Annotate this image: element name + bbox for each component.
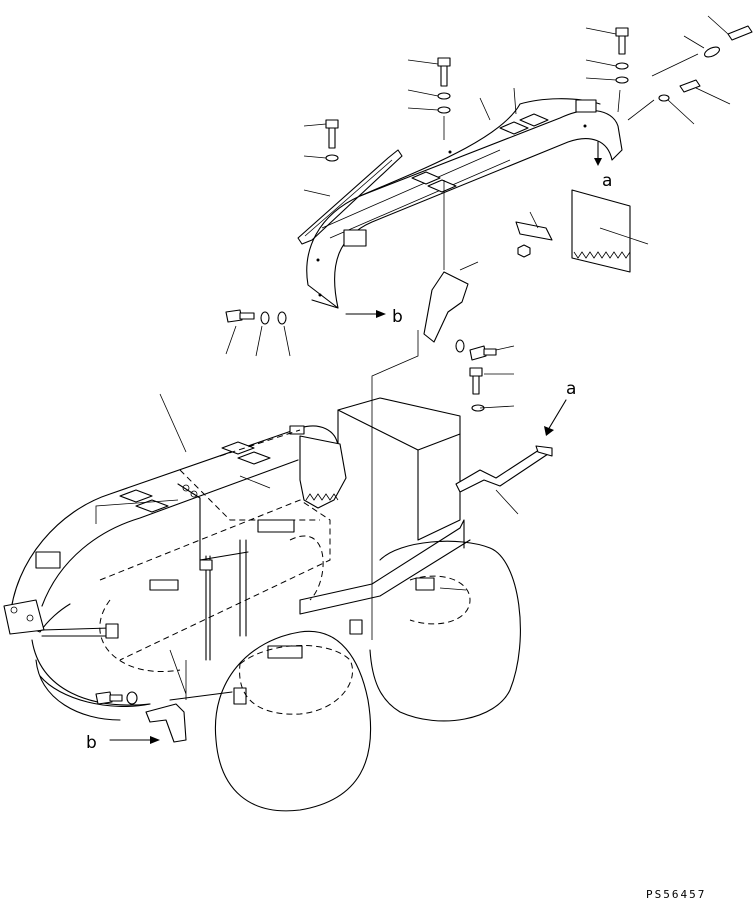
callout-b-lower: b <box>86 733 97 753</box>
callout-a-lower: a <box>566 379 576 399</box>
callout-arrows <box>109 141 602 744</box>
upper-hardware <box>225 25 753 412</box>
callout-b-upper: b <box>392 307 403 327</box>
drawing-code: PS56457 <box>646 888 706 901</box>
leader-lines-upper <box>225 15 731 640</box>
upper-fender <box>297 98 631 343</box>
tires <box>35 540 521 812</box>
leader-lines-lower <box>95 393 519 591</box>
machine-body <box>3 397 553 743</box>
callout-a-upper: a <box>602 171 612 191</box>
